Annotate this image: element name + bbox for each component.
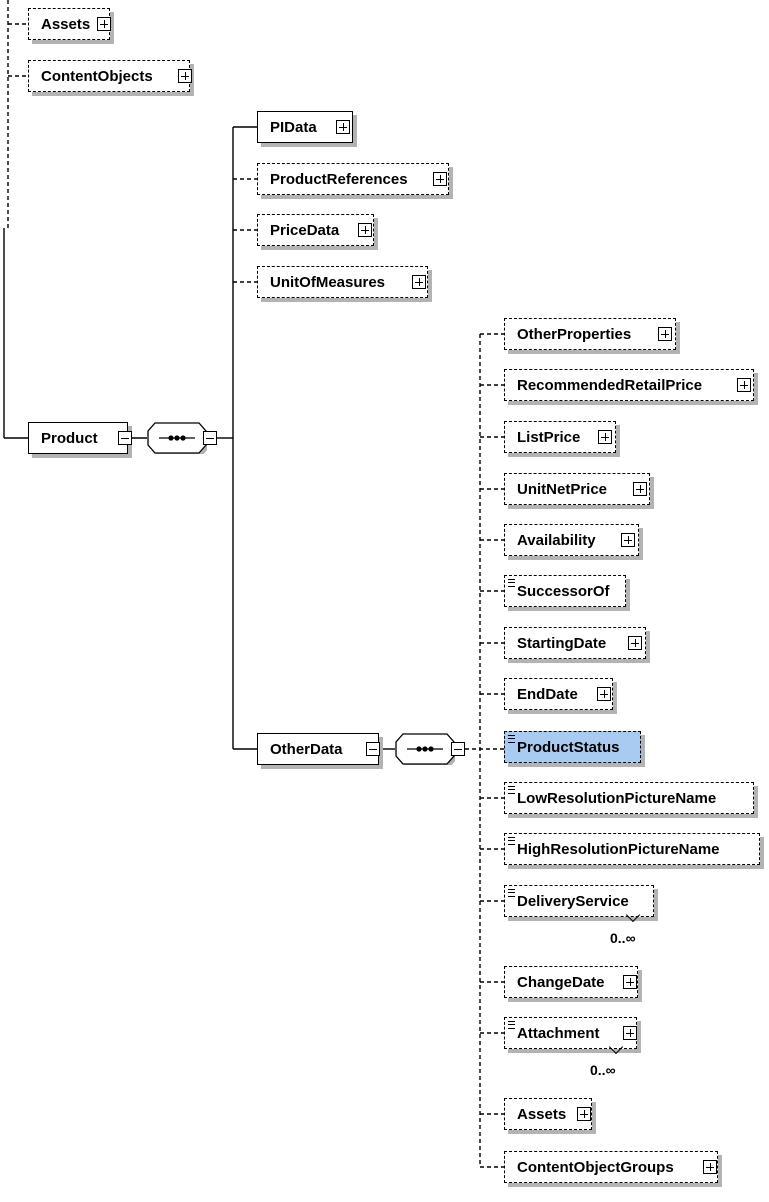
collapse-icon[interactable] [203, 431, 217, 445]
element-end-date[interactable]: EndDate [504, 678, 613, 710]
element-label: Availability [517, 532, 596, 549]
element-label: Assets [41, 16, 91, 33]
element-label: ContentObjects [41, 68, 153, 85]
element-assets[interactable]: Assets [504, 1098, 592, 1130]
element-label: ContentObjectGroups [517, 1159, 674, 1176]
sequence-shape [147, 422, 209, 456]
element-label: EndDate [517, 686, 578, 703]
element-list-price[interactable]: ListPrice [504, 421, 616, 453]
element-change-date[interactable]: ChangeDate [504, 966, 638, 998]
expand-icon[interactable] [412, 275, 426, 289]
element-other-data[interactable]: OtherData [257, 733, 380, 765]
element-other-properties[interactable]: OtherProperties [504, 318, 676, 350]
expand-icon[interactable] [633, 482, 647, 496]
sequence-shape [395, 733, 457, 767]
element-label: ProductStatus [517, 739, 620, 756]
expand-icon[interactable] [433, 172, 447, 186]
simple-type-icon [508, 1021, 515, 1029]
element-label: LowResolutionPictureName [517, 790, 717, 807]
expand-icon[interactable] [597, 687, 611, 701]
element-product-references[interactable]: ProductReferences [257, 163, 449, 195]
expand-icon[interactable] [577, 1107, 591, 1121]
collapse-icon[interactable] [366, 742, 380, 756]
element-label: UnitNetPrice [517, 481, 608, 498]
expand-icon[interactable] [358, 223, 372, 237]
element-label: ListPrice [517, 429, 581, 446]
sequence-compositor-icon[interactable] [395, 733, 457, 767]
expand-icon[interactable] [598, 430, 612, 444]
cardinality-label: 0..∞ [590, 1062, 616, 1078]
element-label: UnitOfMeasures [270, 274, 386, 291]
element-label: PriceData [270, 222, 340, 239]
simple-type-icon [508, 786, 515, 794]
element-product[interactable]: Product [28, 422, 132, 454]
element-unit-of-measures[interactable]: UnitOfMeasures [257, 266, 428, 298]
element-content-objects[interactable]: ContentObjects [28, 60, 192, 92]
element-label: OtherProperties [517, 326, 632, 343]
element-label: ProductReferences [270, 171, 408, 188]
element-label: HighResolutionPictureName [517, 841, 720, 858]
simple-type-icon [508, 837, 515, 845]
element-label: Assets [517, 1106, 567, 1123]
element-label: Attachment [517, 1025, 600, 1042]
element-product-status[interactable]: ProductStatus [504, 731, 641, 763]
element-attachment[interactable]: Attachment [504, 1017, 637, 1049]
sequence-compositor-icon[interactable] [147, 422, 209, 456]
element-unit-net-price[interactable]: UnitNetPrice [504, 473, 650, 505]
element-delivery-service[interactable]: DeliveryService [504, 885, 654, 917]
expand-icon[interactable] [178, 69, 192, 83]
element-label: StartingDate [517, 635, 607, 652]
collapse-icon[interactable] [118, 431, 132, 445]
element-recommended-retail-price[interactable]: RecommendedRetailPrice [504, 369, 754, 401]
element-starting-date[interactable]: StartingDate [504, 627, 646, 659]
element-successor-of[interactable]: SuccessorOf [504, 575, 626, 607]
element-assets[interactable]: Assets [28, 8, 111, 40]
simple-type-icon [508, 889, 515, 897]
element-label: SuccessorOf [517, 583, 610, 600]
expand-icon[interactable] [623, 1026, 637, 1040]
element-label: PIData [270, 119, 317, 136]
element-label: ChangeDate [517, 974, 605, 991]
expand-icon[interactable] [336, 120, 350, 134]
element-label: Product [41, 430, 98, 447]
element-low-resolution-picture-name[interactable]: LowResolutionPictureName [504, 782, 754, 814]
collapse-icon[interactable] [451, 742, 465, 756]
cardinality-label: 0..∞ [610, 930, 636, 946]
element-price-data[interactable]: PriceData [257, 214, 374, 246]
expand-icon[interactable] [658, 327, 672, 341]
element-pidata[interactable]: PIData [257, 111, 353, 143]
element-high-resolution-picture-name[interactable]: HighResolutionPictureName [504, 833, 760, 865]
element-label: DeliveryService [517, 893, 629, 910]
element-content-object-groups[interactable]: ContentObjectGroups [504, 1151, 718, 1183]
element-label: OtherData [270, 741, 343, 758]
expand-icon[interactable] [621, 533, 635, 547]
simple-type-icon [508, 735, 515, 743]
expand-icon[interactable] [703, 1160, 717, 1174]
expand-icon[interactable] [623, 975, 637, 989]
simple-type-icon [508, 579, 515, 587]
element-availability[interactable]: Availability [504, 524, 639, 556]
element-label: RecommendedRetailPrice [517, 377, 703, 394]
expand-icon[interactable] [97, 17, 111, 31]
expand-icon[interactable] [737, 378, 751, 392]
expand-icon[interactable] [628, 636, 642, 650]
